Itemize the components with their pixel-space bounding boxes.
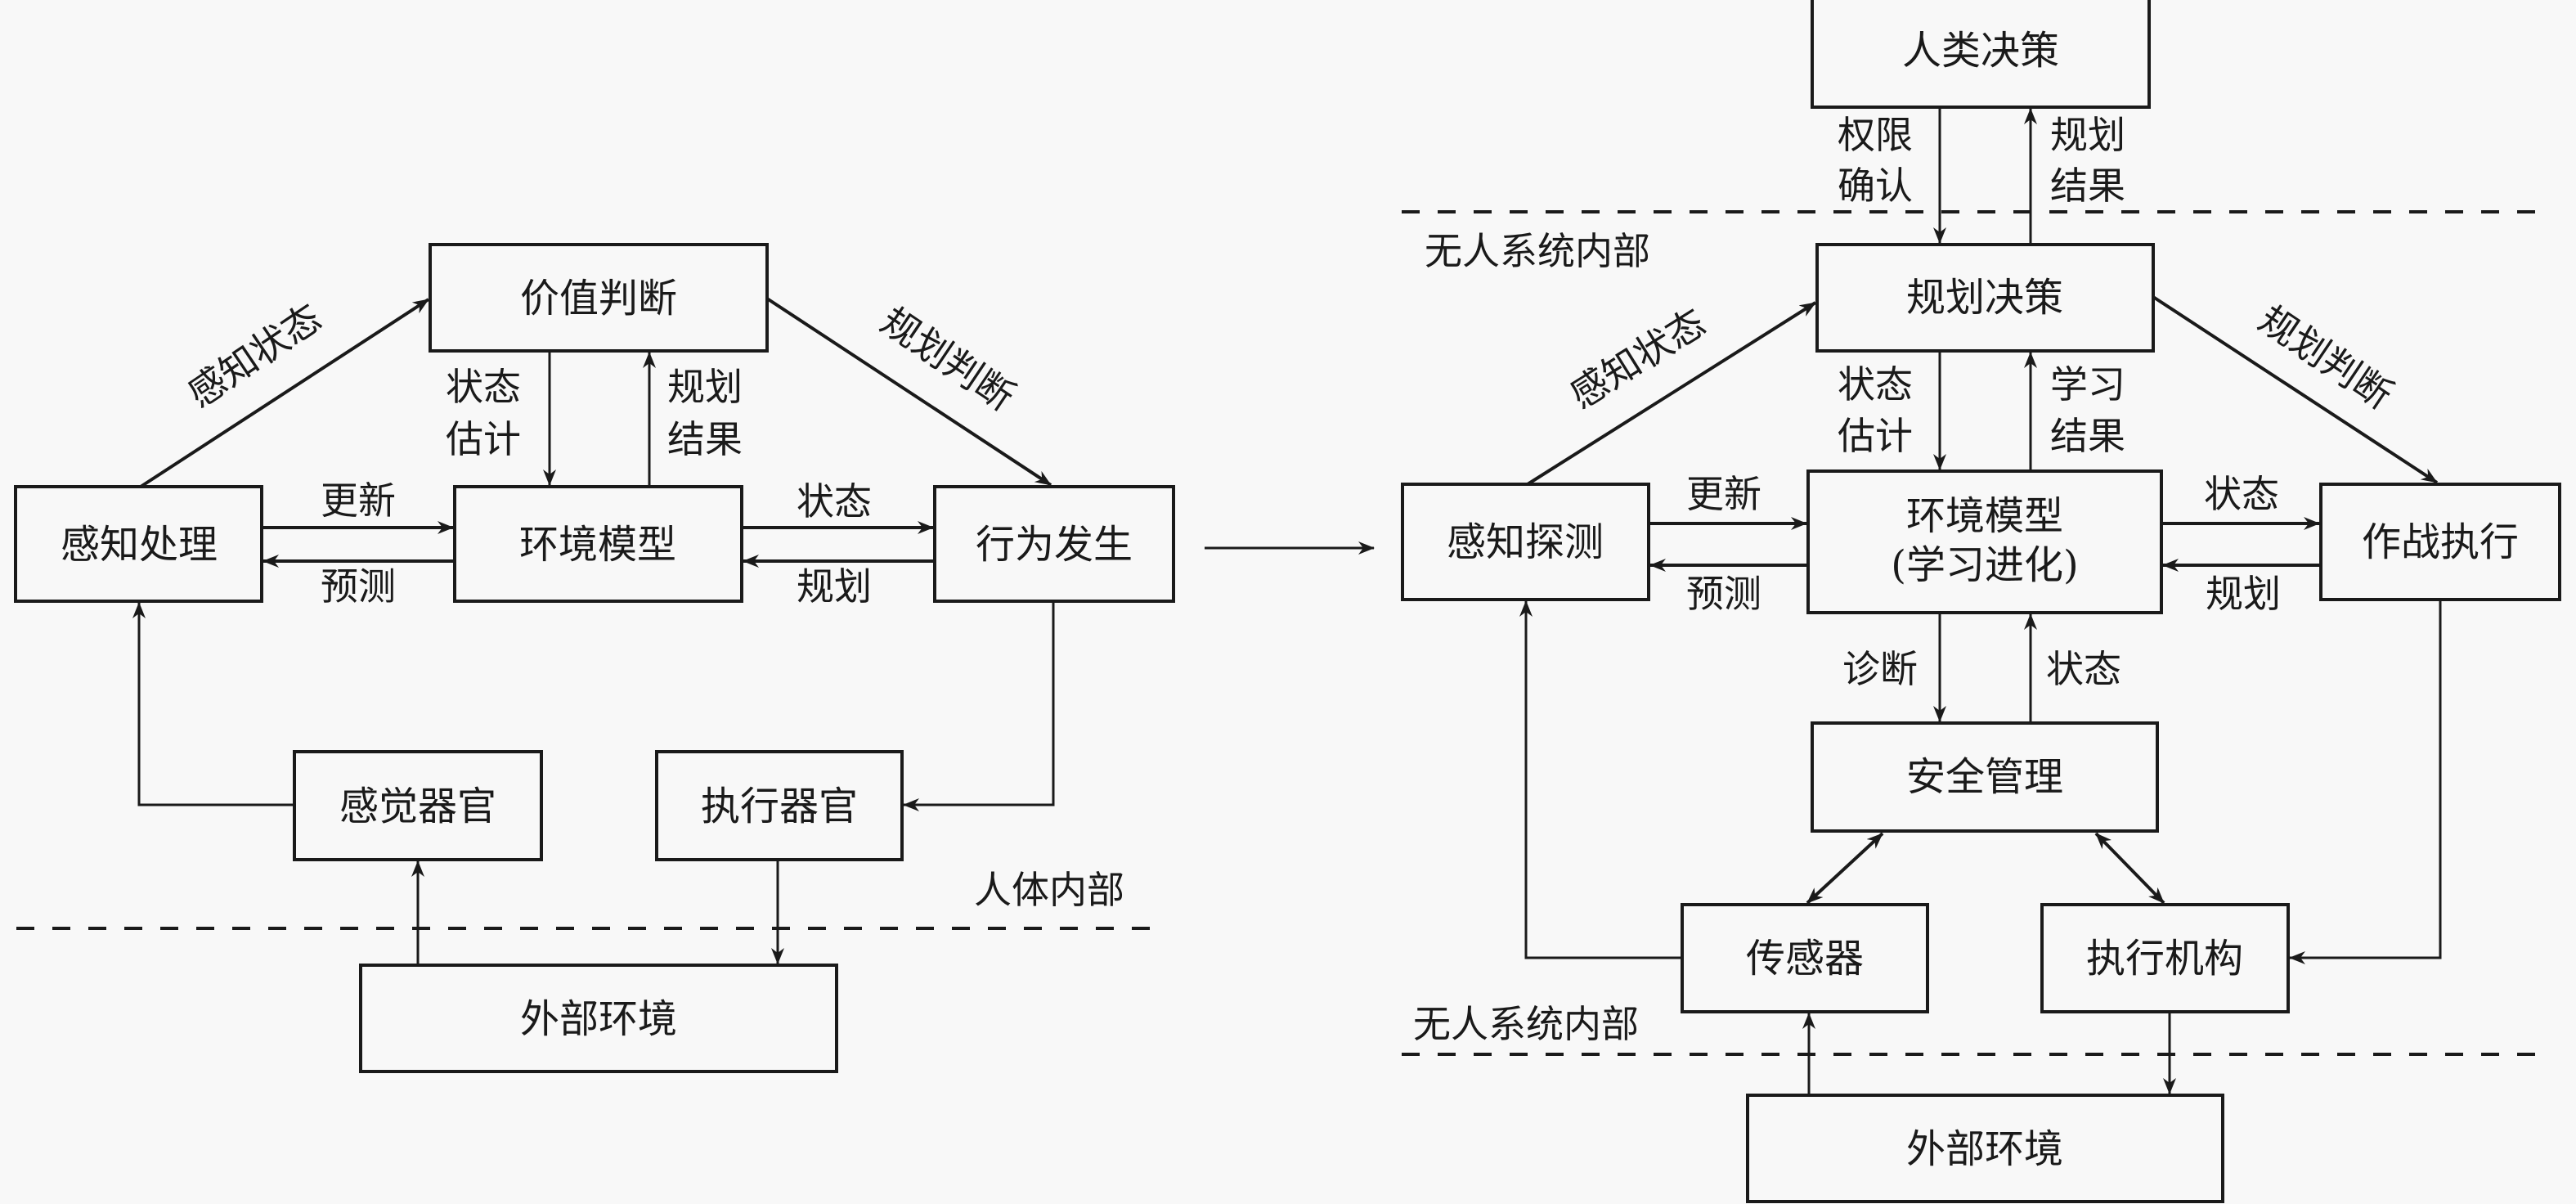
box-external-environment-right: 外部环境 [1746, 1094, 2224, 1203]
arrow-sensory-to-perception [132, 602, 294, 806]
label-state-estimation-line1: 状态 [1838, 362, 1913, 407]
label-perceived-state: 感知状态 [180, 295, 330, 416]
label-update: 更新 [1686, 472, 1761, 516]
label-planning-result-line2: 结果 [667, 417, 743, 461]
boundary-label-unmanned-top: 无人系统内部 [1425, 229, 1650, 273]
box-label: 外部环境 [520, 996, 677, 1042]
box-label: 作战执行 [2362, 519, 2519, 565]
box-label: 执行器官 [701, 784, 858, 829]
arrow-planning-judgment [2152, 295, 2439, 484]
box-combat-execution: 作战执行 [2319, 483, 2561, 601]
box-label: 感知探测 [1447, 519, 1604, 565]
box-label: 执行机构 [2086, 936, 2243, 982]
box-behavior-occurrence: 行为发生 [933, 485, 1175, 603]
box-label: 价值判断 [520, 276, 677, 321]
arrow-perceived-state [139, 298, 430, 488]
label-diagnosis: 诊断 [1842, 647, 1918, 691]
label-planning: 规划 [797, 564, 872, 609]
box-external-environment: 外部环境 [359, 964, 838, 1073]
label-planning-result-line2: 结果 [2050, 164, 2125, 208]
box-sensor: 传感器 [1681, 903, 1929, 1013]
arrow-safety-actuator-bidirectional [2094, 832, 2165, 905]
arrow-planning-judgment [765, 297, 1052, 487]
box-label: 外部环境 [1906, 1126, 2063, 1172]
box-perception-detection: 感知探测 [1401, 483, 1650, 601]
label-authority-line1: 权限 [1838, 113, 1913, 157]
box-label: 规划决策 [1906, 275, 2063, 321]
box-planning-decision: 规划决策 [1815, 243, 2155, 353]
label-planning-judgment: 规划判断 [873, 299, 1023, 420]
box-label: 感觉器官 [339, 784, 496, 829]
label-authority-line2: 确认 [1838, 164, 1913, 208]
box-sensory-organs: 感觉器官 [293, 750, 543, 861]
box-label: 人类决策 [1902, 28, 2059, 74]
box-label: 行为发生 [976, 522, 1133, 568]
label-state-estimation-line1: 状态 [446, 365, 521, 409]
boundary-label-human-body: 人体内部 [974, 868, 1124, 912]
box-actuator: 执行机构 [2040, 903, 2290, 1013]
arrow-sensor-to-perception [1519, 600, 1682, 959]
label-state-feedback: 状态 [2046, 647, 2121, 691]
left-diagram: 价值判断 感知处理 环境模型 行为发生 感觉器官 执行器官 外部环境 [14, 243, 1175, 1073]
label-prediction: 预测 [1686, 572, 1761, 616]
box-label: 安全管理 [1906, 754, 2063, 800]
arrow-sensor-safety-bidirectional [1806, 832, 1884, 905]
label-state: 状态 [2204, 472, 2279, 516]
box-environment-model: 环境模型 [453, 485, 743, 603]
label-planning-judgment: 规划判断 [2251, 297, 2401, 418]
box-safety-management: 安全管理 [1811, 721, 2159, 833]
box-perception-processing: 感知处理 [14, 485, 263, 603]
box-executive-organs: 执行器官 [655, 750, 904, 861]
box-label-line1: 环境模型 [1906, 493, 2063, 539]
box-label-line2: (学习进化) [1891, 542, 2078, 588]
box-value-judgment: 价值判断 [429, 243, 769, 353]
arrow-behavior-to-executive [903, 601, 1055, 811]
box-label: 感知处理 [61, 522, 218, 568]
label-learning-result-line1: 学习 [2050, 362, 2125, 407]
arrow-combat-to-actuator [2289, 600, 2442, 964]
label-learning-result-line2: 结果 [2050, 414, 2125, 458]
arrow-perceived-state [1526, 301, 1817, 486]
label-update: 更新 [321, 478, 396, 523]
boundary-label-unmanned-bottom: 无人系统内部 [1413, 1002, 1639, 1046]
label-state: 状态 [797, 479, 872, 523]
right-diagram: 人类决策 规划决策 感知探测 环境模型 (学习进化) 作战执行 安全管理 传感器 [1401, 0, 2561, 1203]
label-planning-result-line1: 规划 [2050, 113, 2125, 157]
label-state-estimation-line2: 估计 [1838, 414, 1913, 458]
label-prediction: 预测 [321, 564, 396, 609]
label-perceived-state: 感知状态 [1562, 300, 1713, 417]
box-environment-model-learning: 环境模型 (学习进化) [1806, 469, 2163, 614]
label-state-estimation-line2: 估计 [446, 417, 521, 461]
box-label: 环境模型 [519, 522, 676, 568]
label-planning-result-line1: 规划 [667, 365, 743, 409]
box-label: 传感器 [1746, 936, 1864, 982]
box-human-decision: 人类决策 [1811, 0, 2151, 109]
label-planning: 规划 [2206, 572, 2281, 616]
